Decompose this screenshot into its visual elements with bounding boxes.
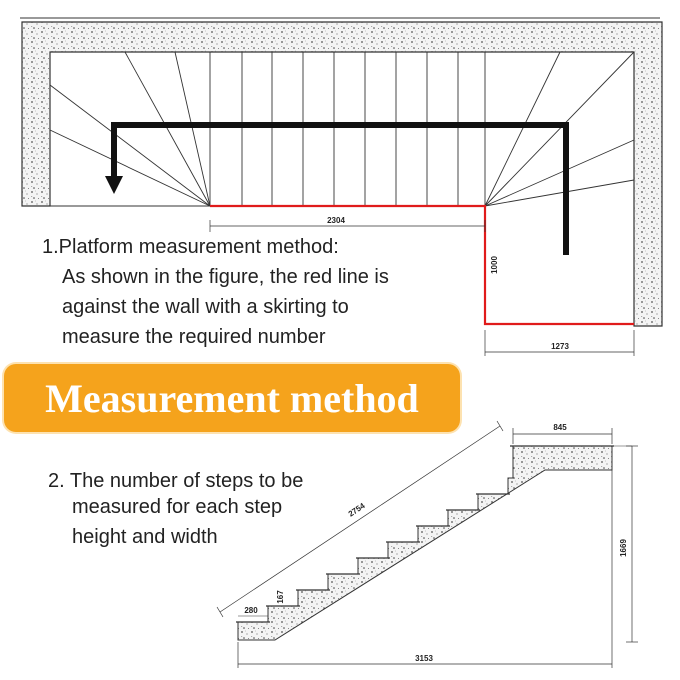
dim-total-run: 3153 [415, 654, 433, 663]
section2-title: 2. The number of steps to be [48, 470, 304, 492]
dim-total-height: 1669 [619, 539, 628, 557]
dim-platform-depth: 1000 [490, 256, 499, 274]
section2-line: measured for each step [72, 496, 283, 518]
dim-step-depth: 280 [244, 606, 258, 615]
title-banner: Measurement method [4, 364, 460, 432]
section1-line: against the wall with a skirting to [62, 296, 349, 318]
section1-body: As shown in the figure, the red line is … [62, 262, 389, 352]
section2-line: height and width [72, 526, 218, 548]
section1-line: measure the required number [62, 326, 326, 348]
section1-line: As shown in the figure, the red line is [62, 266, 389, 288]
banner-label: Measurement method [45, 375, 419, 421]
dim-step-height: 167 [276, 590, 285, 604]
stair-plan: 2304 1000 1273 [20, 17, 663, 356]
dim-top-width: 845 [553, 423, 567, 432]
section2-body: measured for each step height and width [72, 492, 282, 552]
dim-diagonal: 2754 [347, 501, 367, 519]
red-measure-line [210, 204, 634, 326]
dim-platform-length: 2304 [327, 216, 345, 225]
arrow-head-icon [105, 176, 123, 194]
walking-path-arrow [111, 122, 569, 255]
section1-title: 1.Platform measurement method: [42, 236, 339, 258]
dim-landing-width: 1273 [551, 342, 569, 351]
